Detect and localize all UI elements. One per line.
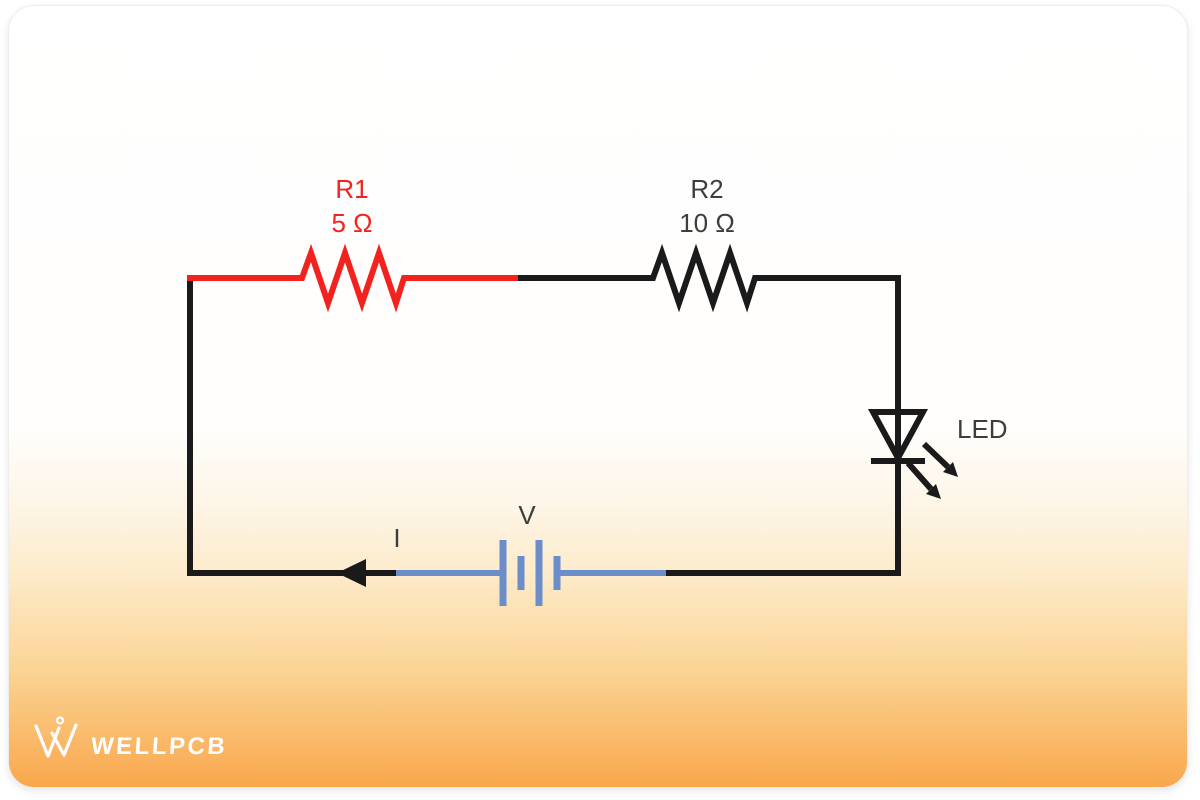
r2-name-label: R2 xyxy=(690,174,723,204)
brand-logo-text: WELLPCB xyxy=(90,733,229,760)
resistor-r2-symbol xyxy=(518,243,901,313)
resistor-r1-symbol xyxy=(187,243,518,313)
brand-logo: WELLPCB xyxy=(33,716,229,762)
current-arrow-icon xyxy=(337,559,366,587)
current-label: I xyxy=(393,523,400,553)
led-emission-arrowhead-2 xyxy=(926,484,941,499)
led-triangle xyxy=(867,409,929,465)
led-emission-arrow-2 xyxy=(905,461,934,491)
battery-voltage-label: V xyxy=(518,500,536,530)
led-label: LED xyxy=(957,414,1008,444)
r1-name-label: R1 xyxy=(335,174,368,204)
r1-value-label: 5 Ω xyxy=(331,208,372,238)
led-emission-arrowhead-1 xyxy=(943,462,958,477)
wellpcb-mark-icon xyxy=(34,716,78,758)
led-emission-arrow-1 xyxy=(921,441,951,470)
r2-value-label: 10 Ω xyxy=(679,208,735,238)
diagram-card xyxy=(8,5,1188,788)
